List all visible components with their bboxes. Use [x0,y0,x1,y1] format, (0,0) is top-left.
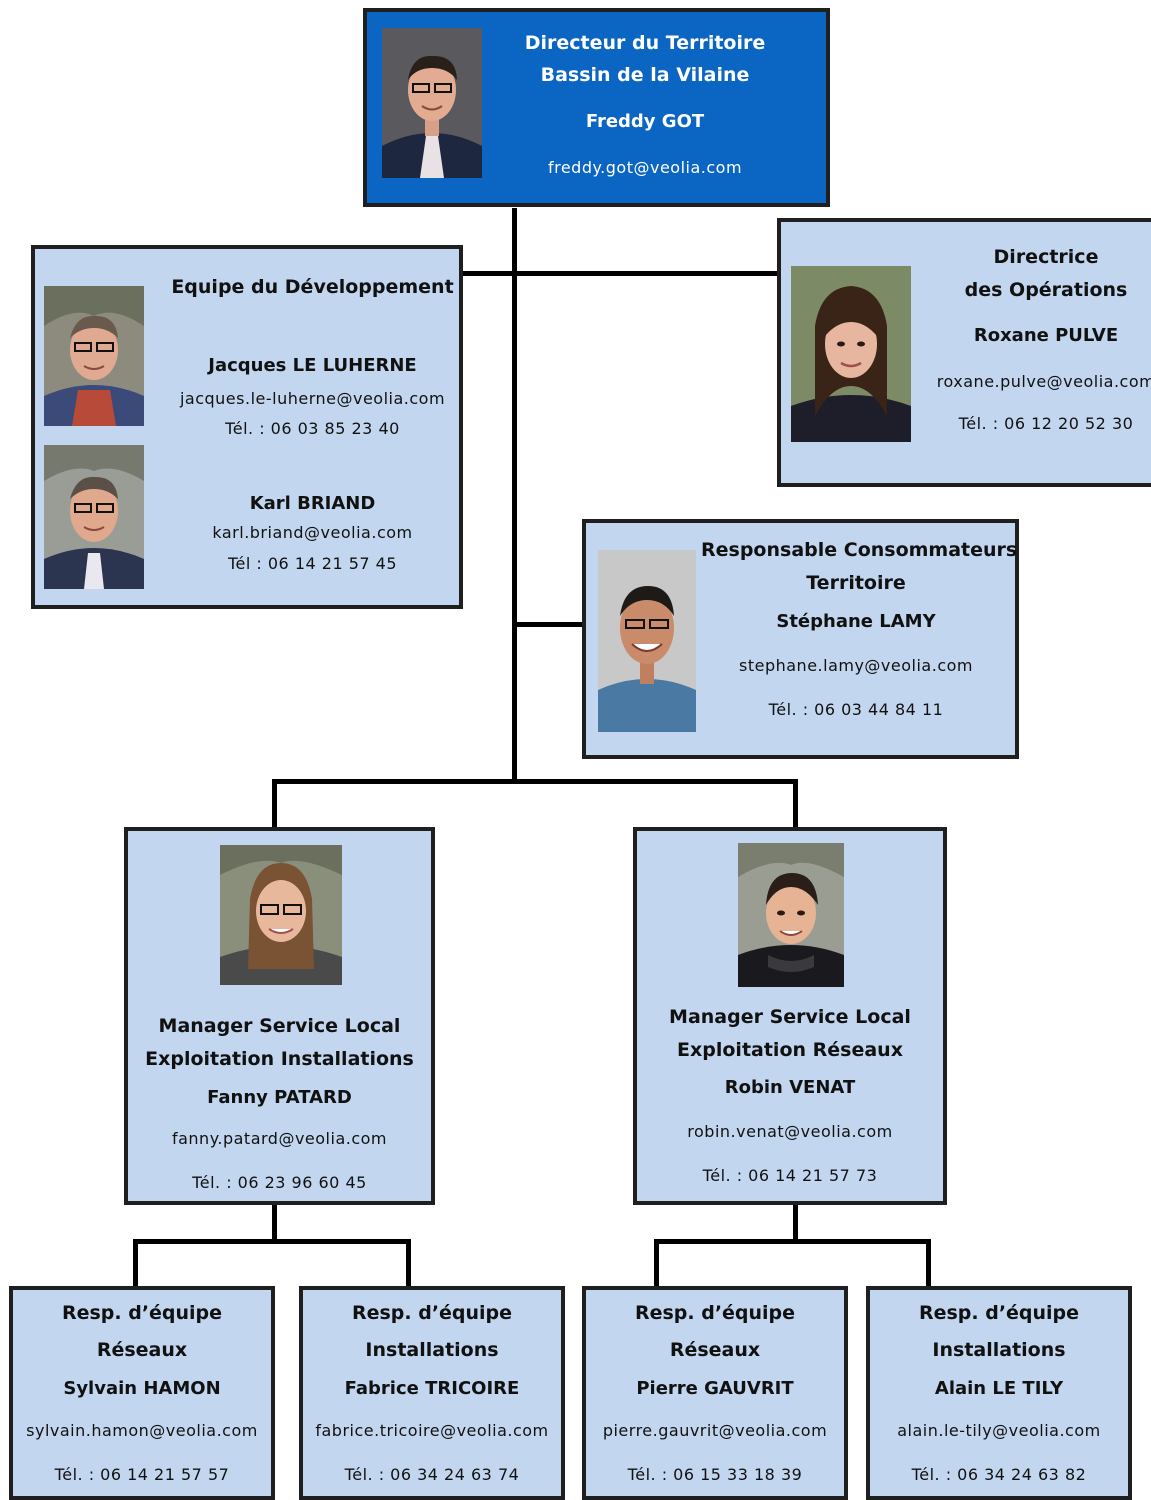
lead1-email[interactable]: sylvain.hamon@veolia.com [26,1421,258,1440]
consumers-title-line2: Territoire [806,572,906,594]
consumers-title-line1: Responsable Consommateurs [701,539,1018,561]
stephane-photo [598,550,696,732]
lead4-title-line1: Resp. d’équipe [918,1302,1080,1324]
dev-team-box: Equipe du Développement Jacques LE LUHER… [31,245,463,609]
roxane-email[interactable]: roxane.pulve@veolia.com [936,372,1151,391]
team-lead-box-3: Resp. d’équipe Réseaux Pierre GAUVRIT pi… [582,1286,848,1500]
robin-photo [738,843,844,987]
lead1-title-line1: Resp. d’équipe [61,1302,223,1324]
lead3-name: Pierre GAUVRIT [636,1378,794,1399]
lead3-title-line2: Réseaux [669,1339,761,1361]
jacques-email[interactable]: jacques.le-luherne@veolia.com [179,389,446,408]
connector-lead1-drop [133,1239,138,1289]
stephane-name: Stéphane LAMY [776,611,936,632]
mgr-res-title-line2: Exploitation Réseaux [677,1039,903,1061]
lead3-email[interactable]: pierre.gauvrit@veolia.com [602,1421,828,1440]
director-box: Directeur du Territoire Bassin de la Vil… [363,8,830,207]
karl-photo [44,445,144,589]
director-photo [382,28,482,178]
lead4-phone: Tél. : 06 34 24 63 82 [911,1465,1087,1484]
operations-box: Directrice des Opérations Roxane PULVE r… [777,218,1151,487]
connector-managers-horizontal [272,779,798,784]
lead4-title-line2: Installations [932,1339,1066,1361]
connector-left-subtree-horizontal [133,1239,411,1244]
director-email[interactable]: freddy.got@veolia.com [547,158,743,177]
jacques-name: Jacques LE LUHERNE [208,355,417,376]
team-lead-box-4: Resp. d’équipe Installations Alain LE TI… [866,1286,1132,1500]
lead2-name: Fabrice TRICOIRE [344,1378,520,1399]
lead1-name: Sylvain HAMON [63,1378,221,1399]
mgr-inst-title-line1: Manager Service Local [158,1015,401,1037]
connector-right-subtree-vertical [793,1203,798,1241]
connector-lead4-drop [926,1239,931,1289]
roxane-photo [791,266,911,442]
roxane-name: Roxane PULVE [973,325,1119,346]
jacques-phone: Tél. : 06 03 85 23 40 [225,419,400,438]
lead4-name: Alain LE TILY [934,1378,1064,1399]
lead1-title-line2: Réseaux [96,1339,188,1361]
connector-consumers [512,622,584,627]
lead2-phone: Tél. : 06 34 24 63 74 [344,1465,520,1484]
operations-title-line1: Directrice [993,246,1099,268]
dev-team-title: Equipe du Développement [171,276,454,298]
team-lead-box-2: Resp. d’équipe Installations Fabrice TRI… [299,1286,565,1500]
robin-name: Robin VENAT [724,1077,856,1098]
fanny-photo [220,845,342,985]
connector-left-subtree-vertical [272,1203,277,1241]
robin-phone: Tél. : 06 14 21 57 73 [702,1166,878,1185]
fanny-name: Fanny PATARD [207,1087,352,1108]
fanny-phone: Tél. : 06 23 96 60 45 [192,1173,367,1192]
stephane-phone: Tél. : 06 03 44 84 11 [768,700,944,719]
connector-lead3-drop [654,1239,659,1289]
manager-reseaux-box: Manager Service Local Exploitation Résea… [633,827,947,1205]
lead1-phone: Tél. : 06 14 21 57 57 [54,1465,230,1484]
lead2-title-line2: Installations [365,1339,499,1361]
mgr-res-title-line1: Manager Service Local [669,1006,911,1028]
connector-upper-horizontal [460,271,780,276]
connector-manager-right-drop [793,779,798,829]
director-title-line2: Bassin de la Vilaine [540,64,750,86]
operations-title-line2: des Opérations [964,279,1128,301]
karl-email[interactable]: karl.briand@veolia.com [212,523,413,542]
team-lead-box-1: Resp. d’équipe Réseaux Sylvain HAMON syl… [9,1286,275,1500]
connector-lead2-drop [406,1239,411,1289]
manager-installations-box: Manager Service Local Exploitation Insta… [124,827,435,1205]
lead3-title-line1: Resp. d’équipe [634,1302,796,1324]
lead4-email[interactable]: alain.le-tily@veolia.com [897,1421,1101,1440]
connector-manager-left-drop [272,779,277,829]
karl-phone: Tél : 06 14 21 57 45 [227,554,398,573]
jacques-photo [44,286,144,426]
director-name: Freddy GOT [585,111,705,132]
stephane-email[interactable]: stephane.lamy@veolia.com [739,656,973,675]
fanny-email[interactable]: fanny.patard@veolia.com [171,1129,388,1148]
lead2-email[interactable]: fabrice.tricoire@veolia.com [315,1421,549,1440]
karl-name: Karl BRIAND [249,493,376,514]
director-title-line1: Directeur du Territoire [524,32,766,54]
robin-email[interactable]: robin.venat@veolia.com [687,1122,893,1141]
mgr-inst-title-line2: Exploitation Installations [145,1048,414,1070]
connector-right-subtree-horizontal [654,1239,931,1244]
lead2-title-line1: Resp. d’équipe [351,1302,513,1324]
connector-main-vertical [512,208,517,783]
consumers-box: Responsable Consommateurs Territoire Sté… [582,519,1019,759]
lead3-phone: Tél. : 06 15 33 18 39 [627,1465,803,1484]
roxane-phone: Tél. : 06 12 20 52 30 [958,414,1134,433]
